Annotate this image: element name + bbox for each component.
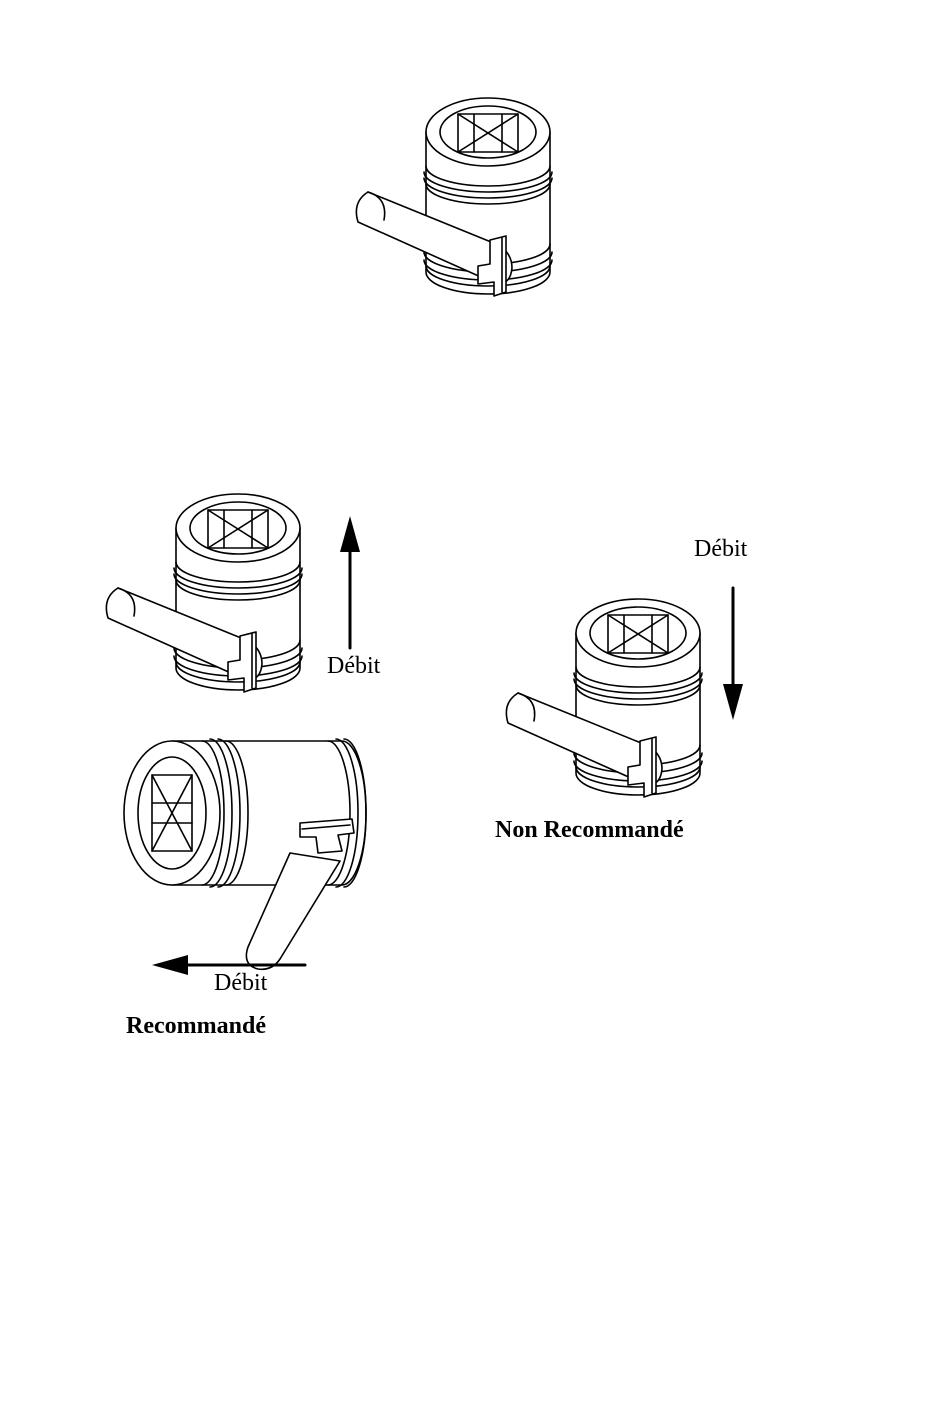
flow-label-up: Débit xyxy=(327,653,381,679)
valve-figure-plain xyxy=(356,98,552,296)
recommended-label: Recommandé xyxy=(126,1013,266,1039)
not-recommended-label: Non Recommandé xyxy=(495,817,684,843)
valve-figure-horizontal: Débit Recommandé xyxy=(124,739,366,1039)
flow-label-left: Débit xyxy=(214,970,268,996)
flow-label-down: Débit xyxy=(694,536,748,562)
valve-figure-vertical-down: Débit Non Recommandé xyxy=(495,536,748,843)
valve-figure-vertical-up: Débit xyxy=(106,494,380,692)
flow-arrow-down xyxy=(723,588,743,720)
flow-arrow-up xyxy=(340,516,360,648)
